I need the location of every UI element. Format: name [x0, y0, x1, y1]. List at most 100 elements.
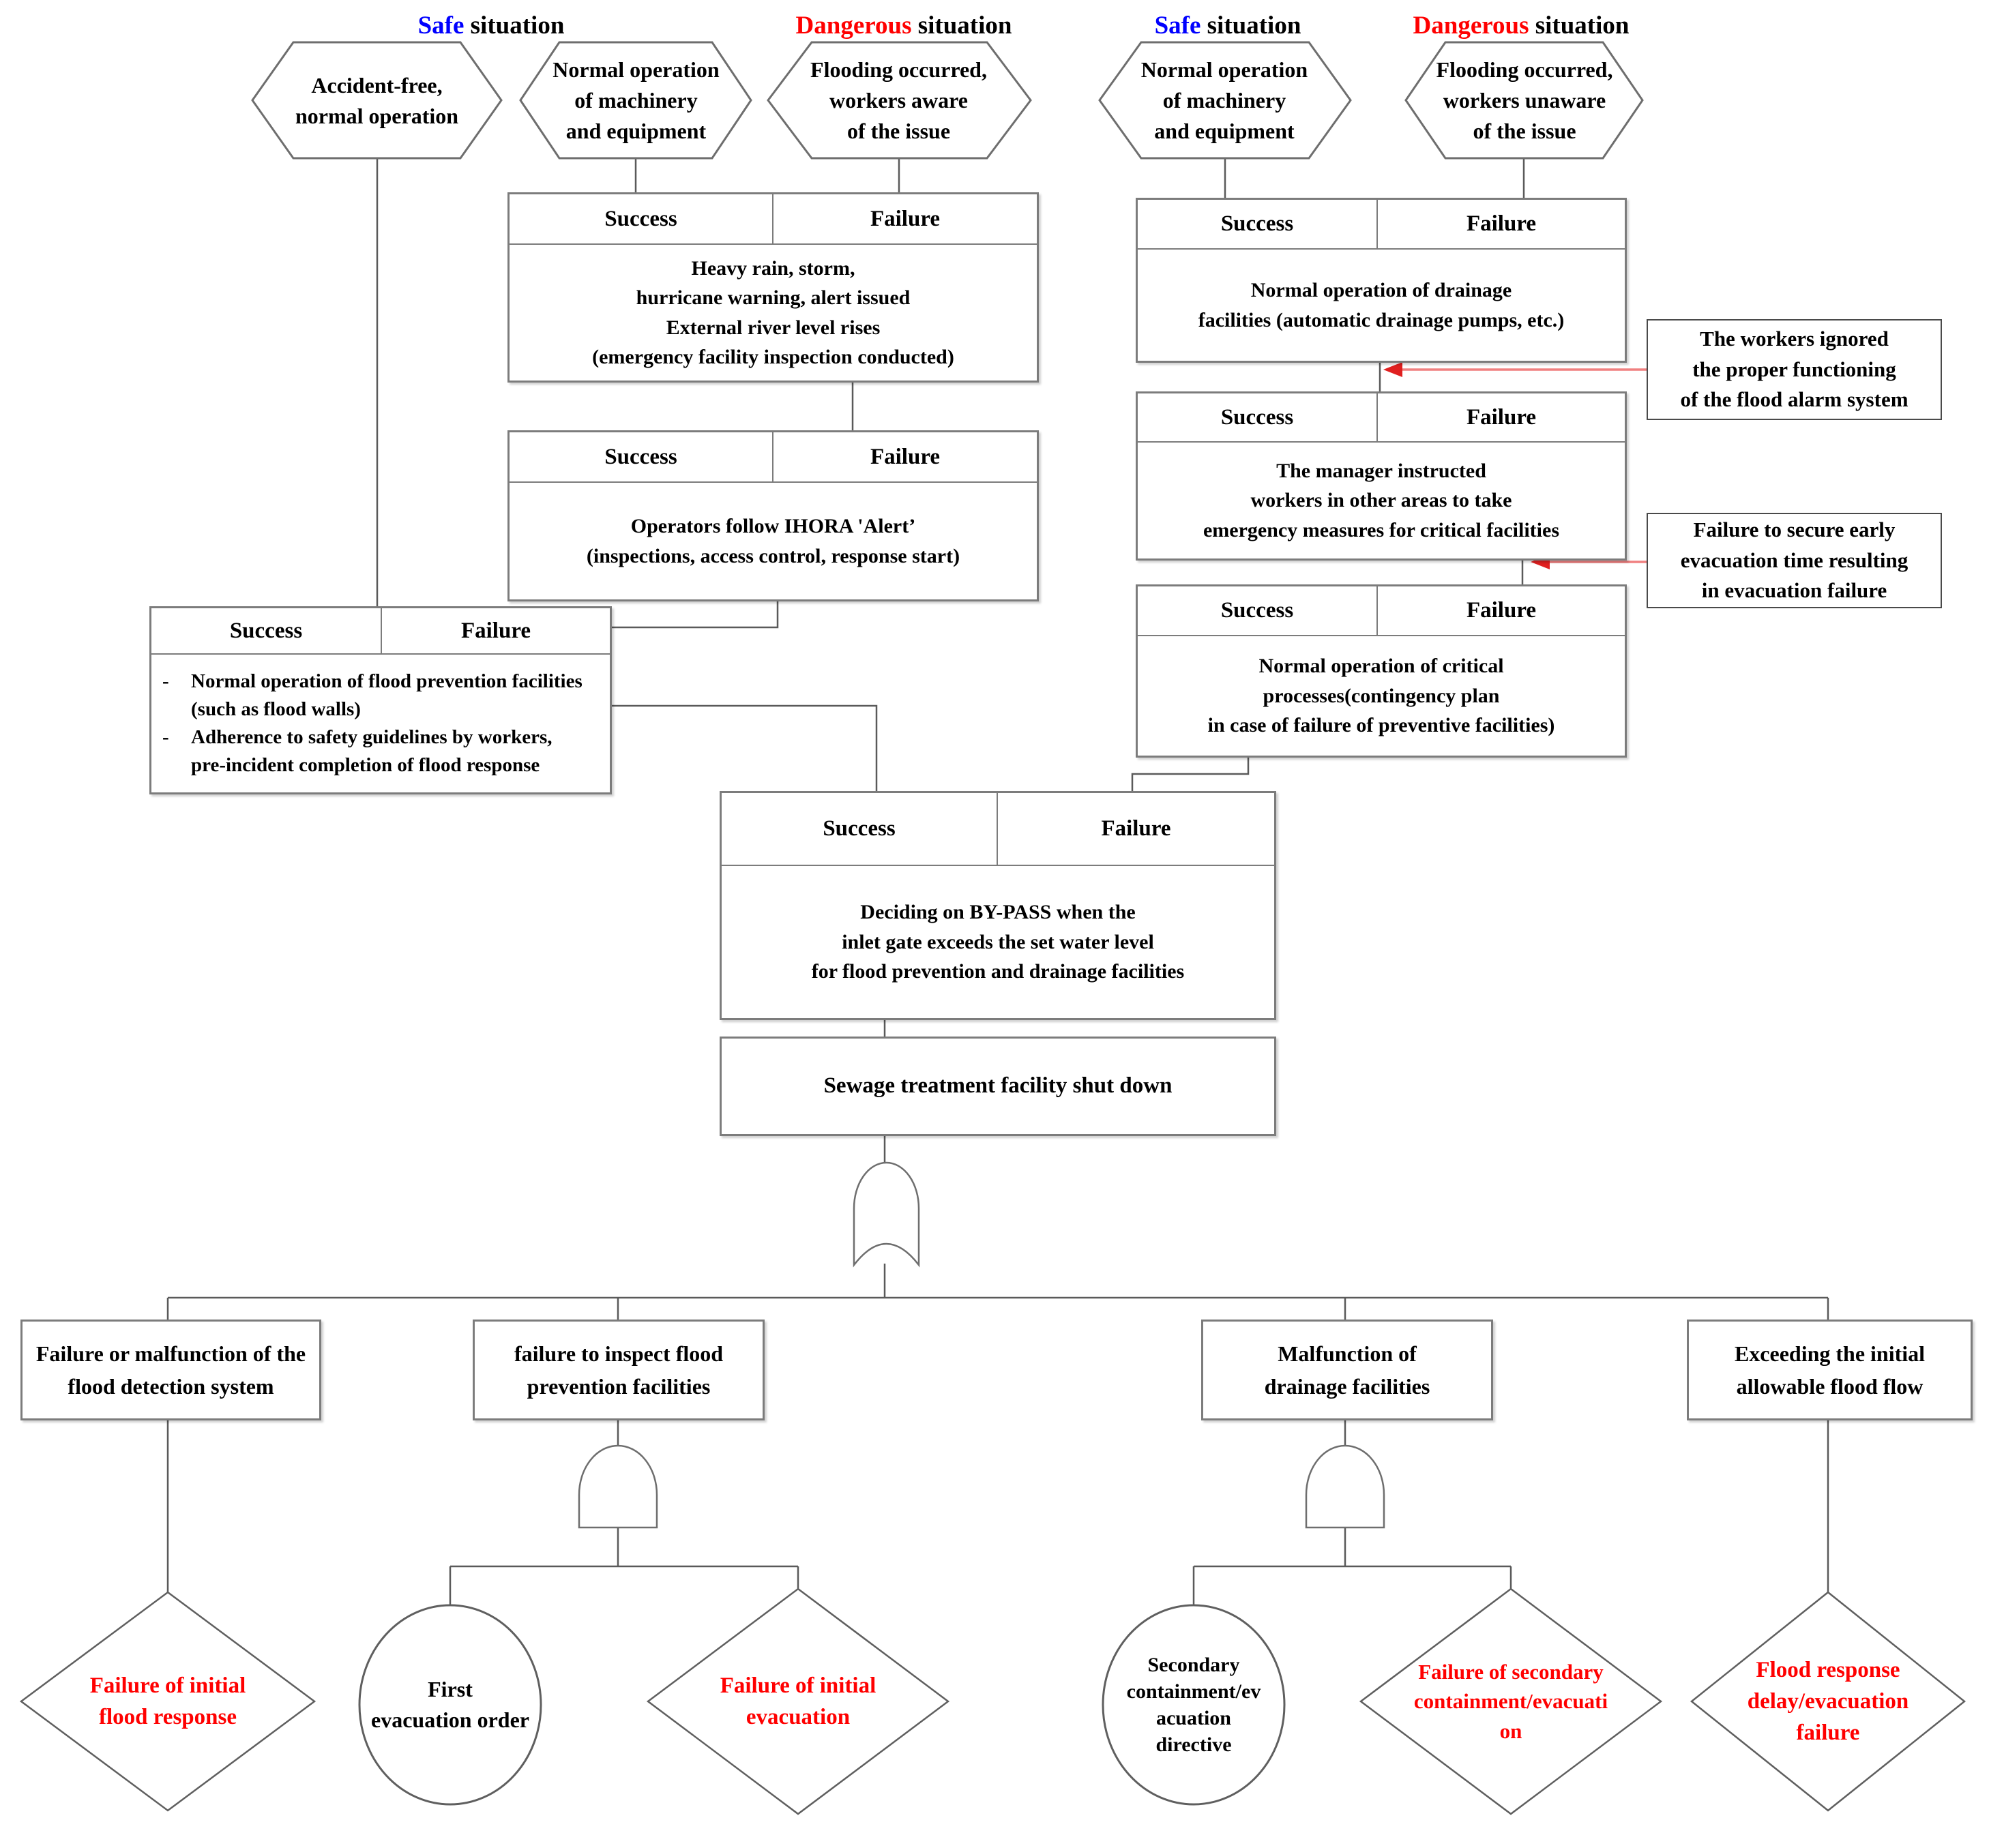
- success-cell: Success: [1138, 200, 1376, 248]
- outcome-circle-1-shape: [358, 1604, 542, 1806]
- event-text-line: inlet gate exceeds the set water level: [842, 930, 1154, 953]
- failure-cell: Failure: [1376, 200, 1625, 248]
- event-box-body: Deciding on BY-PASS when the inlet gate …: [722, 866, 1274, 1018]
- success-cell: Success: [1138, 393, 1376, 441]
- cause-text-line: Malfunction of: [1278, 1341, 1417, 1366]
- situation-label-safe-1: Safe situation: [418, 11, 565, 40]
- bullet-marker: -: [162, 670, 169, 692]
- event-text-line: Normal operation of critical: [1258, 655, 1504, 678]
- failure-label: Failure: [1466, 598, 1537, 623]
- event-text-line: processes(contingency plan: [1263, 684, 1500, 707]
- failure-cell: Failure: [1376, 586, 1625, 635]
- annotation-evacuation-time: Failure to secure early evacuation time …: [1647, 513, 1942, 608]
- cause-text-line: prevention facilities: [527, 1374, 711, 1399]
- safe-word: Safe: [1154, 12, 1201, 40]
- failure-label: Failure: [1466, 404, 1537, 430]
- success-failure-header: Success Failure: [510, 194, 1037, 245]
- event-text-line: emergency measures for critical faciliti…: [1203, 518, 1559, 541]
- success-cell: Success: [1138, 586, 1376, 635]
- connector-prevention-to-bypass: [608, 704, 878, 791]
- cause-box-inspection-failure: failure to inspect flood prevention faci…: [473, 1320, 765, 1420]
- cause-text-line: failure to inspect flood: [514, 1341, 724, 1366]
- success-label: Success: [604, 444, 677, 469]
- cause-box-flood-detection: Failure or malfunction of the flood dete…: [20, 1320, 321, 1420]
- annotation-line: Failure to secure early: [1693, 517, 1896, 541]
- dangerous-word: Dangerous: [1413, 12, 1529, 40]
- event-box-body: Operators follow IHORA 'Alert’ (inspecti…: [510, 483, 1037, 599]
- outcome-diamond-1-shape: [19, 1591, 316, 1812]
- cause-text-line: Exceeding the initial: [1734, 1341, 1926, 1366]
- hexagon-flooding-aware-shape: [767, 41, 1032, 160]
- situation-word: situation: [464, 12, 565, 40]
- outcome-diamond-4-shape: [1690, 1591, 1966, 1812]
- success-label: Success: [229, 618, 303, 643]
- cause-text-line: allowable flood flow: [1736, 1374, 1924, 1399]
- event-box-flood-prevention: Success Failure - Normal operation of fl…: [149, 606, 612, 794]
- event-text-line: Operators follow IHORA 'Alert’: [630, 515, 916, 537]
- bullet-item: - Normal operation of flood prevention f…: [162, 668, 589, 724]
- failure-cell: Failure: [997, 793, 1274, 865]
- failure-cell: Failure: [772, 194, 1037, 243]
- event-text-line: hurricane warning, alert issued: [636, 286, 911, 309]
- event-text-line: workers in other areas to take: [1250, 489, 1512, 512]
- success-cell: Success: [510, 194, 772, 243]
- event-text-line: for flood prevention and drainage facili…: [811, 960, 1185, 983]
- bullet-item: - Adherence to safety guidelines by work…: [162, 724, 589, 779]
- cause-text-line: Failure or malfunction of the: [35, 1341, 306, 1366]
- success-failure-header: Success Failure: [151, 608, 610, 655]
- event-box-body: Heavy rain, storm, hurricane warning, al…: [510, 245, 1037, 381]
- box-sewage-shutdown: Sewage treatment facility shut down: [720, 1037, 1276, 1136]
- situation-word: situation: [1200, 12, 1301, 40]
- safe-word: Safe: [417, 12, 465, 40]
- event-text-line: in case of failure of preventive facilit…: [1207, 714, 1555, 737]
- success-failure-header: Success Failure: [722, 793, 1274, 866]
- and-gate-2: [1305, 1444, 1385, 1529]
- event-box-critical-processes: Success Failure Normal operation of crit…: [1136, 584, 1627, 758]
- bullet-marker: -: [162, 726, 169, 748]
- red-arrowhead-1: [1383, 362, 1402, 377]
- success-failure-header: Success Failure: [1138, 200, 1625, 250]
- situation-word: situation: [911, 12, 1012, 40]
- situation-word: situation: [1529, 12, 1630, 40]
- cause-box-drainage-malfunction: Malfunction of drainage facilities: [1201, 1320, 1493, 1420]
- success-cell: Success: [151, 608, 381, 653]
- event-box-body: - Normal operation of flood prevention f…: [151, 655, 610, 792]
- situation-label-dangerous-2: Dangerous situation: [1413, 11, 1630, 40]
- success-cell: Success: [510, 432, 772, 481]
- dangerous-word: Dangerous: [795, 12, 912, 40]
- event-box-body: Normal operation of critical processes(c…: [1138, 636, 1625, 756]
- annotation-flood-alarm-ignored: The workers ignored the proper functioni…: [1647, 319, 1942, 420]
- event-box-bypass-decision: Success Failure Deciding on BY-PASS when…: [720, 791, 1276, 1020]
- annotation-line: the proper functioning: [1692, 357, 1896, 381]
- situation-label-dangerous-1: Dangerous situation: [796, 11, 1012, 40]
- success-label: Success: [1220, 598, 1294, 623]
- event-box-ihora-alert: Success Failure Operators follow IHORA '…: [507, 430, 1039, 601]
- annotation-line: of the flood alarm system: [1680, 387, 1909, 412]
- hexagon-machinery-right-shape: [1098, 41, 1352, 160]
- event-text-line: Deciding on BY-PASS when the: [860, 901, 1136, 924]
- outcome-circle-2-shape: [1102, 1604, 1286, 1806]
- sewage-shutdown-text: Sewage treatment facility shut down: [823, 1073, 1173, 1099]
- event-text-line: Normal operation of drainage: [1250, 279, 1512, 301]
- and-gate-1: [578, 1444, 658, 1529]
- event-text-line: (inspections, access control, response s…: [586, 544, 960, 567]
- hexagon-flooding-unaware-shape: [1404, 41, 1644, 160]
- success-failure-header: Success Failure: [510, 432, 1037, 483]
- event-box-body: The manager instructed workers in other …: [1138, 443, 1625, 558]
- failure-label: Failure: [870, 206, 941, 231]
- outcome-diamond-2-shape: [646, 1588, 950, 1815]
- success-failure-header: Success Failure: [1138, 393, 1625, 443]
- hexagon-machinery-left-shape: [519, 41, 752, 160]
- failure-cell: Failure: [772, 432, 1037, 481]
- event-text-line: (emergency facility inspection conducted…: [592, 346, 954, 368]
- success-label: Success: [1220, 404, 1294, 430]
- failure-label: Failure: [1466, 211, 1537, 236]
- event-box-weather-alert: Success Failure Heavy rain, storm, hurri…: [507, 192, 1039, 383]
- annotation-line: in evacuation failure: [1701, 578, 1887, 603]
- cause-text-line: flood detection system: [68, 1374, 274, 1399]
- bullet-text: Adherence to safety guidelines by worker…: [191, 726, 552, 777]
- success-failure-header: Success Failure: [1138, 586, 1625, 636]
- success-label: Success: [823, 816, 896, 841]
